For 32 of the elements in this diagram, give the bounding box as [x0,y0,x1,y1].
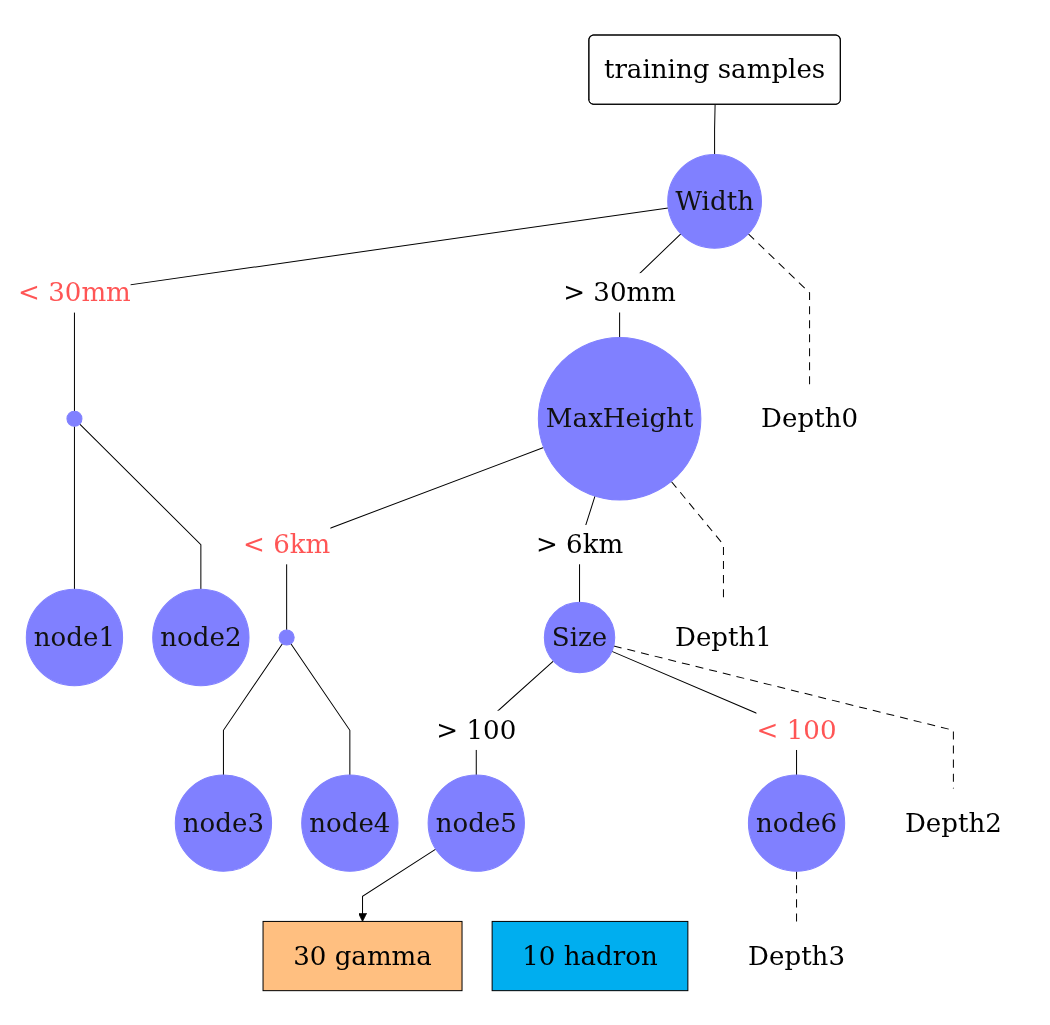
node-circle: node6 [747,774,846,872]
connector [73,207,669,412]
connector [714,103,716,155]
node-text: Depth2 [904,807,1002,838]
edge-label: < 100 [756,714,837,745]
node-circle: node2 [152,588,250,686]
edge-label: > 100 [436,714,517,745]
node-circle: MaxHeight [537,336,702,501]
connector [796,870,798,922]
node-circle [278,629,295,646]
node-text: Depth1 [674,621,772,652]
node-circle: Width [667,153,762,249]
node-circle [66,410,83,427]
connector [290,642,351,776]
node-text: Depth0 [761,402,859,433]
arrow [358,848,437,922]
edge-label: > 30mm [563,276,677,308]
connector [73,425,75,590]
node-text: Depth3 [748,940,846,971]
connector [747,233,811,385]
node-circle: Size [543,601,616,673]
node-circle: node1 [25,588,124,686]
node-box: 30 gamma [262,920,463,991]
node-circle: node4 [301,774,399,872]
edge-label: < 6km [242,528,331,559]
connector [222,642,283,776]
connector [79,423,202,590]
edge-label: < 30mm [18,276,131,308]
edge-label: > 6km [535,528,624,559]
node-circle: node5 [427,774,525,872]
node-circle: node3 [174,774,273,872]
node-box: 10 hadron [491,920,689,991]
